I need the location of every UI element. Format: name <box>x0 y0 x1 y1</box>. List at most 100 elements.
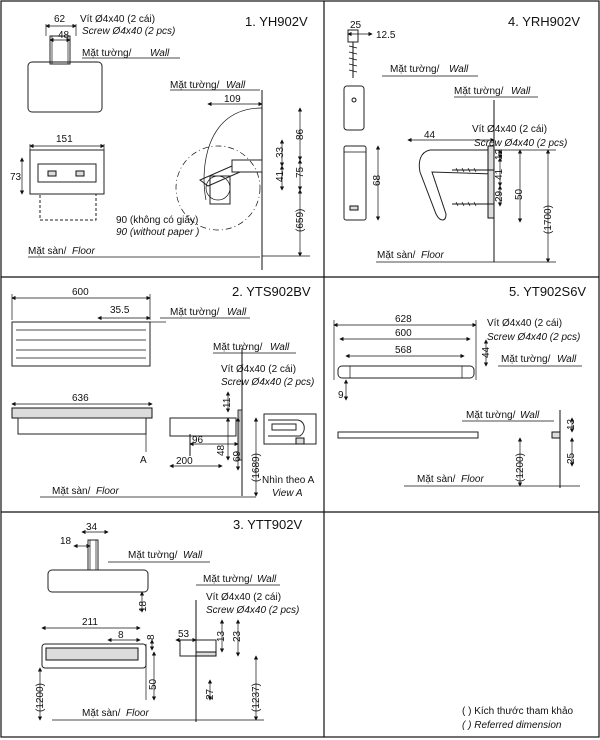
dim-23: 23 <box>232 630 243 642</box>
floor-label-en: Floor <box>461 474 484 485</box>
paper-label-en: 90 (without paper ) <box>116 227 199 238</box>
dim-29: 29 <box>494 190 505 202</box>
dim-600: 600 <box>395 328 412 339</box>
screw-label-vi: Vít Ø4x40 (2 cái) <box>221 364 296 375</box>
dim-12-5: 12.5 <box>376 30 396 41</box>
floor-label-vi: Mặt sàn/ <box>52 486 91 497</box>
dim-86: 86 <box>295 128 306 140</box>
dim-200: 200 <box>176 456 193 467</box>
legend-text-en: ( ) Referred dimension <box>462 720 562 731</box>
screw-label-en: Screw Ø4x40 (2 pcs) <box>474 138 567 149</box>
dim-44: 44 <box>424 130 436 141</box>
dim-8b: 8 <box>146 634 157 640</box>
dim-8: 8 <box>118 630 124 641</box>
dim-25: 25 <box>350 20 362 31</box>
wall2-label-vi: Mặt tường/ <box>203 574 253 585</box>
dim-568: 568 <box>395 345 412 356</box>
panel-title: 3. YTT902V <box>233 517 302 532</box>
panel-yrh902v: 4. YRH902V 25 12.5 Mặt tường/ Wall 68 Mặ… <box>343 14 580 263</box>
dim-48: 48 <box>58 30 70 41</box>
wall-label-en: Wall <box>183 550 203 561</box>
dim-35-5: 35.5 <box>110 305 130 316</box>
dim-44: 44 <box>481 346 492 358</box>
dim-34: 34 <box>86 522 98 533</box>
screw-label-vi: Vít Ø4x40 (2 cái) <box>472 124 547 135</box>
dim-13: 13 <box>216 630 227 642</box>
wall2-label-vi: Mặt tường/ <box>466 410 516 421</box>
paper-label-vi: 90 (không có giấy) <box>116 214 198 226</box>
dim-25: 25 <box>566 452 577 464</box>
dim-62: 62 <box>54 14 66 25</box>
dim-27: 27 <box>205 688 216 700</box>
dim-1689: (1689) <box>251 453 262 482</box>
wall-label-vi: Mặt tường/ <box>390 64 440 75</box>
panel-title: 4. YRH902V <box>508 14 580 29</box>
dim-41: 41 <box>494 168 505 180</box>
floor-label-en: Floor <box>421 250 444 261</box>
dim-628: 628 <box>395 314 412 325</box>
floor-label-vi: Mặt sàn/ <box>82 708 121 719</box>
dim-109: 109 <box>224 94 241 105</box>
wall2-label-vi: Mặt tường/ <box>213 342 263 353</box>
panel-title: 1. YH902V <box>245 14 308 29</box>
panel-yh902v: 1. YH902V 62 48 Vít Ø4x40 (2 cái) Screw … <box>10 14 310 270</box>
dim-53: 53 <box>178 629 190 640</box>
panel-title: 2. YTS902BV <box>232 284 311 299</box>
screw-label-vi: Vít Ø4x40 (2 cái) <box>487 318 562 329</box>
dim-75: 75 <box>295 166 306 178</box>
dim-33: 33 <box>275 146 286 158</box>
floor-label-vi: Mặt sàn/ <box>417 474 456 485</box>
panel-yts902bv: 2. YTS902BV 600 35.5 Mặt tường/ Wall 636… <box>11 284 317 499</box>
wall-label-vi: Mặt tường/ <box>170 307 220 318</box>
dim-636: 636 <box>72 393 89 404</box>
dim-1237: (1237) <box>251 683 262 712</box>
screw-label-en: Screw Ø4x40 (2 pcs) <box>221 377 314 388</box>
floor-label-vi: Mặt sàn/ <box>28 246 67 257</box>
wall2-label-en: Wall <box>270 342 290 353</box>
floor-label-en: Floor <box>126 708 149 719</box>
view-label-vi: Nhìn theo A <box>262 475 315 486</box>
dim-13: 13 <box>566 418 577 430</box>
dim-41: 41 <box>275 170 286 182</box>
wall-label-en: Wall <box>449 64 469 75</box>
panel-yt902s6v: 5. YT902S6V 628 600 568 9 Vít Ø4x40 (2 c… <box>333 284 586 488</box>
wall2-label-en: Wall <box>226 80 246 91</box>
dim-9: 9 <box>338 390 344 401</box>
dim-211: 211 <box>82 617 98 628</box>
wall-label-vi: Mặt tường/ <box>82 48 132 59</box>
dim-69: 69 <box>232 450 243 462</box>
view-label-en: View A <box>272 488 303 499</box>
dim-1200: (1200) <box>35 683 46 712</box>
floor-label-en: Floor <box>96 486 119 497</box>
dim-18: 18 <box>60 536 72 547</box>
screw-label-vi: Vít Ø4x40 (2 cái) <box>206 592 281 603</box>
legend-text-vi: ( ) Kích thước tham khảo <box>462 706 574 717</box>
dim-73: 73 <box>10 172 22 183</box>
dim-1700: (1700) <box>543 205 554 234</box>
dim-96: 96 <box>192 435 204 446</box>
dim-600: 600 <box>72 287 89 298</box>
wall2-label-en: Wall <box>520 410 540 421</box>
wall2-label-en: Wall <box>257 574 277 585</box>
screw-label-vi: Vít Ø4x40 (2 cái) <box>80 14 155 25</box>
dim-50: 50 <box>514 188 525 200</box>
dim-50: 50 <box>148 678 159 690</box>
screw-label-en: Screw Ø4x40 (2 pcs) <box>206 605 299 616</box>
panel-ytt902v: 3. YTT902V 34 18 Mặt tường/ Wall 18 211 … <box>35 517 302 722</box>
dim-18b: 18 <box>138 600 149 612</box>
panel-title: 5. YT902S6V <box>509 284 586 299</box>
dim-1200: (1200) <box>515 453 526 482</box>
dim-12: 12 <box>494 148 505 160</box>
wall-label-vi: Mặt tường/ <box>501 354 551 365</box>
wall-label-en: Wall <box>227 307 247 318</box>
dim-151: 151 <box>56 134 73 145</box>
screw-label-en: Screw Ø4x40 (2 pcs) <box>82 26 175 37</box>
dim-659: (659) <box>295 209 306 232</box>
wall-label-en: Wall <box>150 48 170 59</box>
floor-label-en: Floor <box>72 246 95 257</box>
wall-label-en: Wall <box>557 354 577 365</box>
screw-label-en: Screw Ø4x40 (2 pcs) <box>487 332 580 343</box>
wall2-label-vi: Mặt tường/ <box>170 80 220 91</box>
floor-label-vi: Mặt sàn/ <box>377 250 416 261</box>
